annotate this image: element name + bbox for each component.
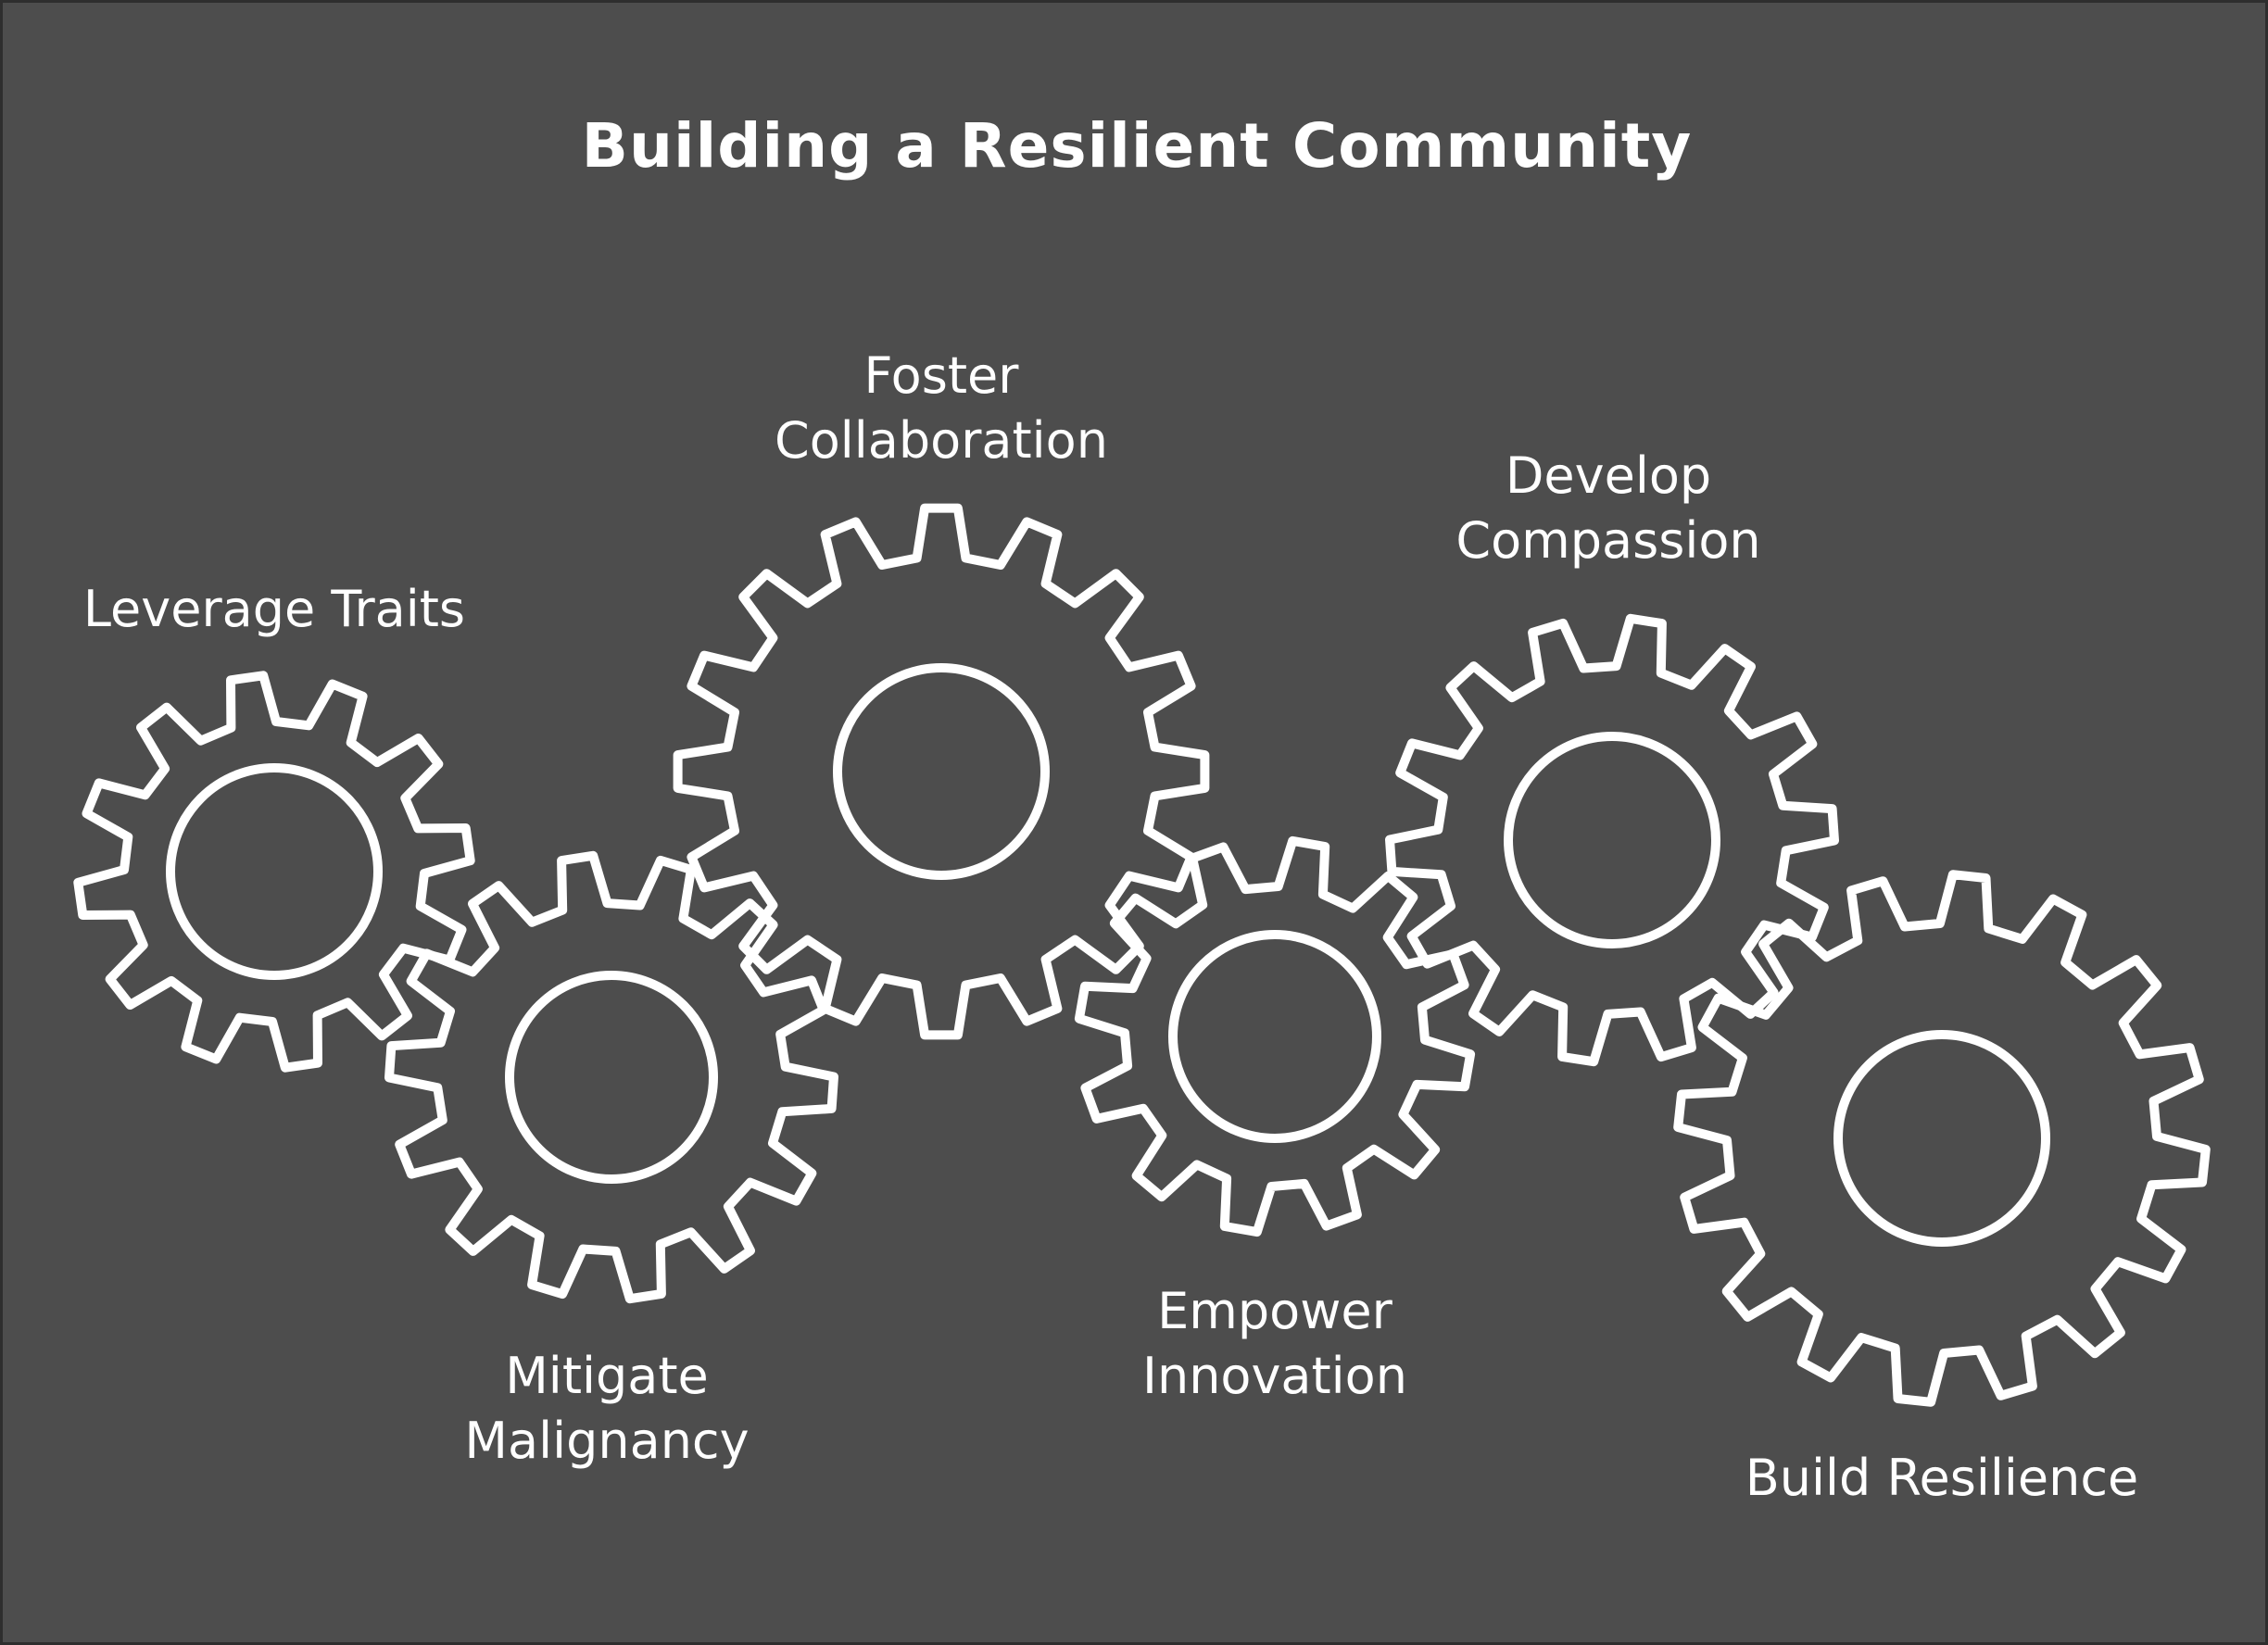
gear-hub	[1168, 930, 1381, 1143]
gear-develop-compassion	[1385, 613, 1839, 1067]
gear-hub	[833, 663, 1050, 880]
gear-hub	[1504, 732, 1720, 948]
label-line: Build Resilience	[1745, 1449, 2139, 1507]
label-line: Innovation	[1142, 1347, 1407, 1406]
gear-mitigate-malignancy	[384, 850, 838, 1304]
label-line: Leverage Traits	[82, 580, 466, 638]
label-develop-compassion: Develop Compassion	[1455, 444, 1760, 573]
gear-leverage-traits	[73, 671, 475, 1073]
label-line: Compassion	[1455, 511, 1761, 571]
gear-hub	[1833, 1030, 2050, 1247]
gear-build-resilience	[1673, 870, 2211, 1407]
label-foster-collaboration: Foster Collaboration	[775, 344, 1108, 473]
gear-diagram	[73, 503, 2211, 1407]
gear-icon	[1673, 870, 2211, 1407]
gear-icon	[1385, 613, 1839, 1067]
diagram-title: Building a Resilient Community	[581, 110, 1693, 182]
label-line: Malignancy	[464, 1412, 750, 1471]
label-build-resilience: Build Resilience	[1745, 1446, 2139, 1511]
gear-hub	[505, 971, 718, 1184]
label-leverage-traits: Leverage Traits	[83, 577, 465, 642]
label-line: Foster	[863, 346, 1019, 405]
gear-foster-collaboration	[673, 503, 1210, 1040]
gear-icon	[673, 503, 1210, 1040]
label-line: Empower	[1157, 1282, 1392, 1340]
gear-hub	[166, 763, 383, 980]
gear-icon	[384, 850, 838, 1304]
label-line: Mitigate	[505, 1347, 709, 1405]
label-empower-innovation: Empower Innovation	[1142, 1279, 1407, 1409]
label-line: Collaboration	[775, 411, 1108, 471]
gear-icon	[73, 671, 475, 1073]
gear-empower-innovation	[1074, 835, 1476, 1237]
gear-icon	[1074, 835, 1476, 1237]
label-mitigate-malignancy: Mitigate Malignancy	[464, 1344, 749, 1474]
label-line: Develop	[1505, 446, 1712, 505]
